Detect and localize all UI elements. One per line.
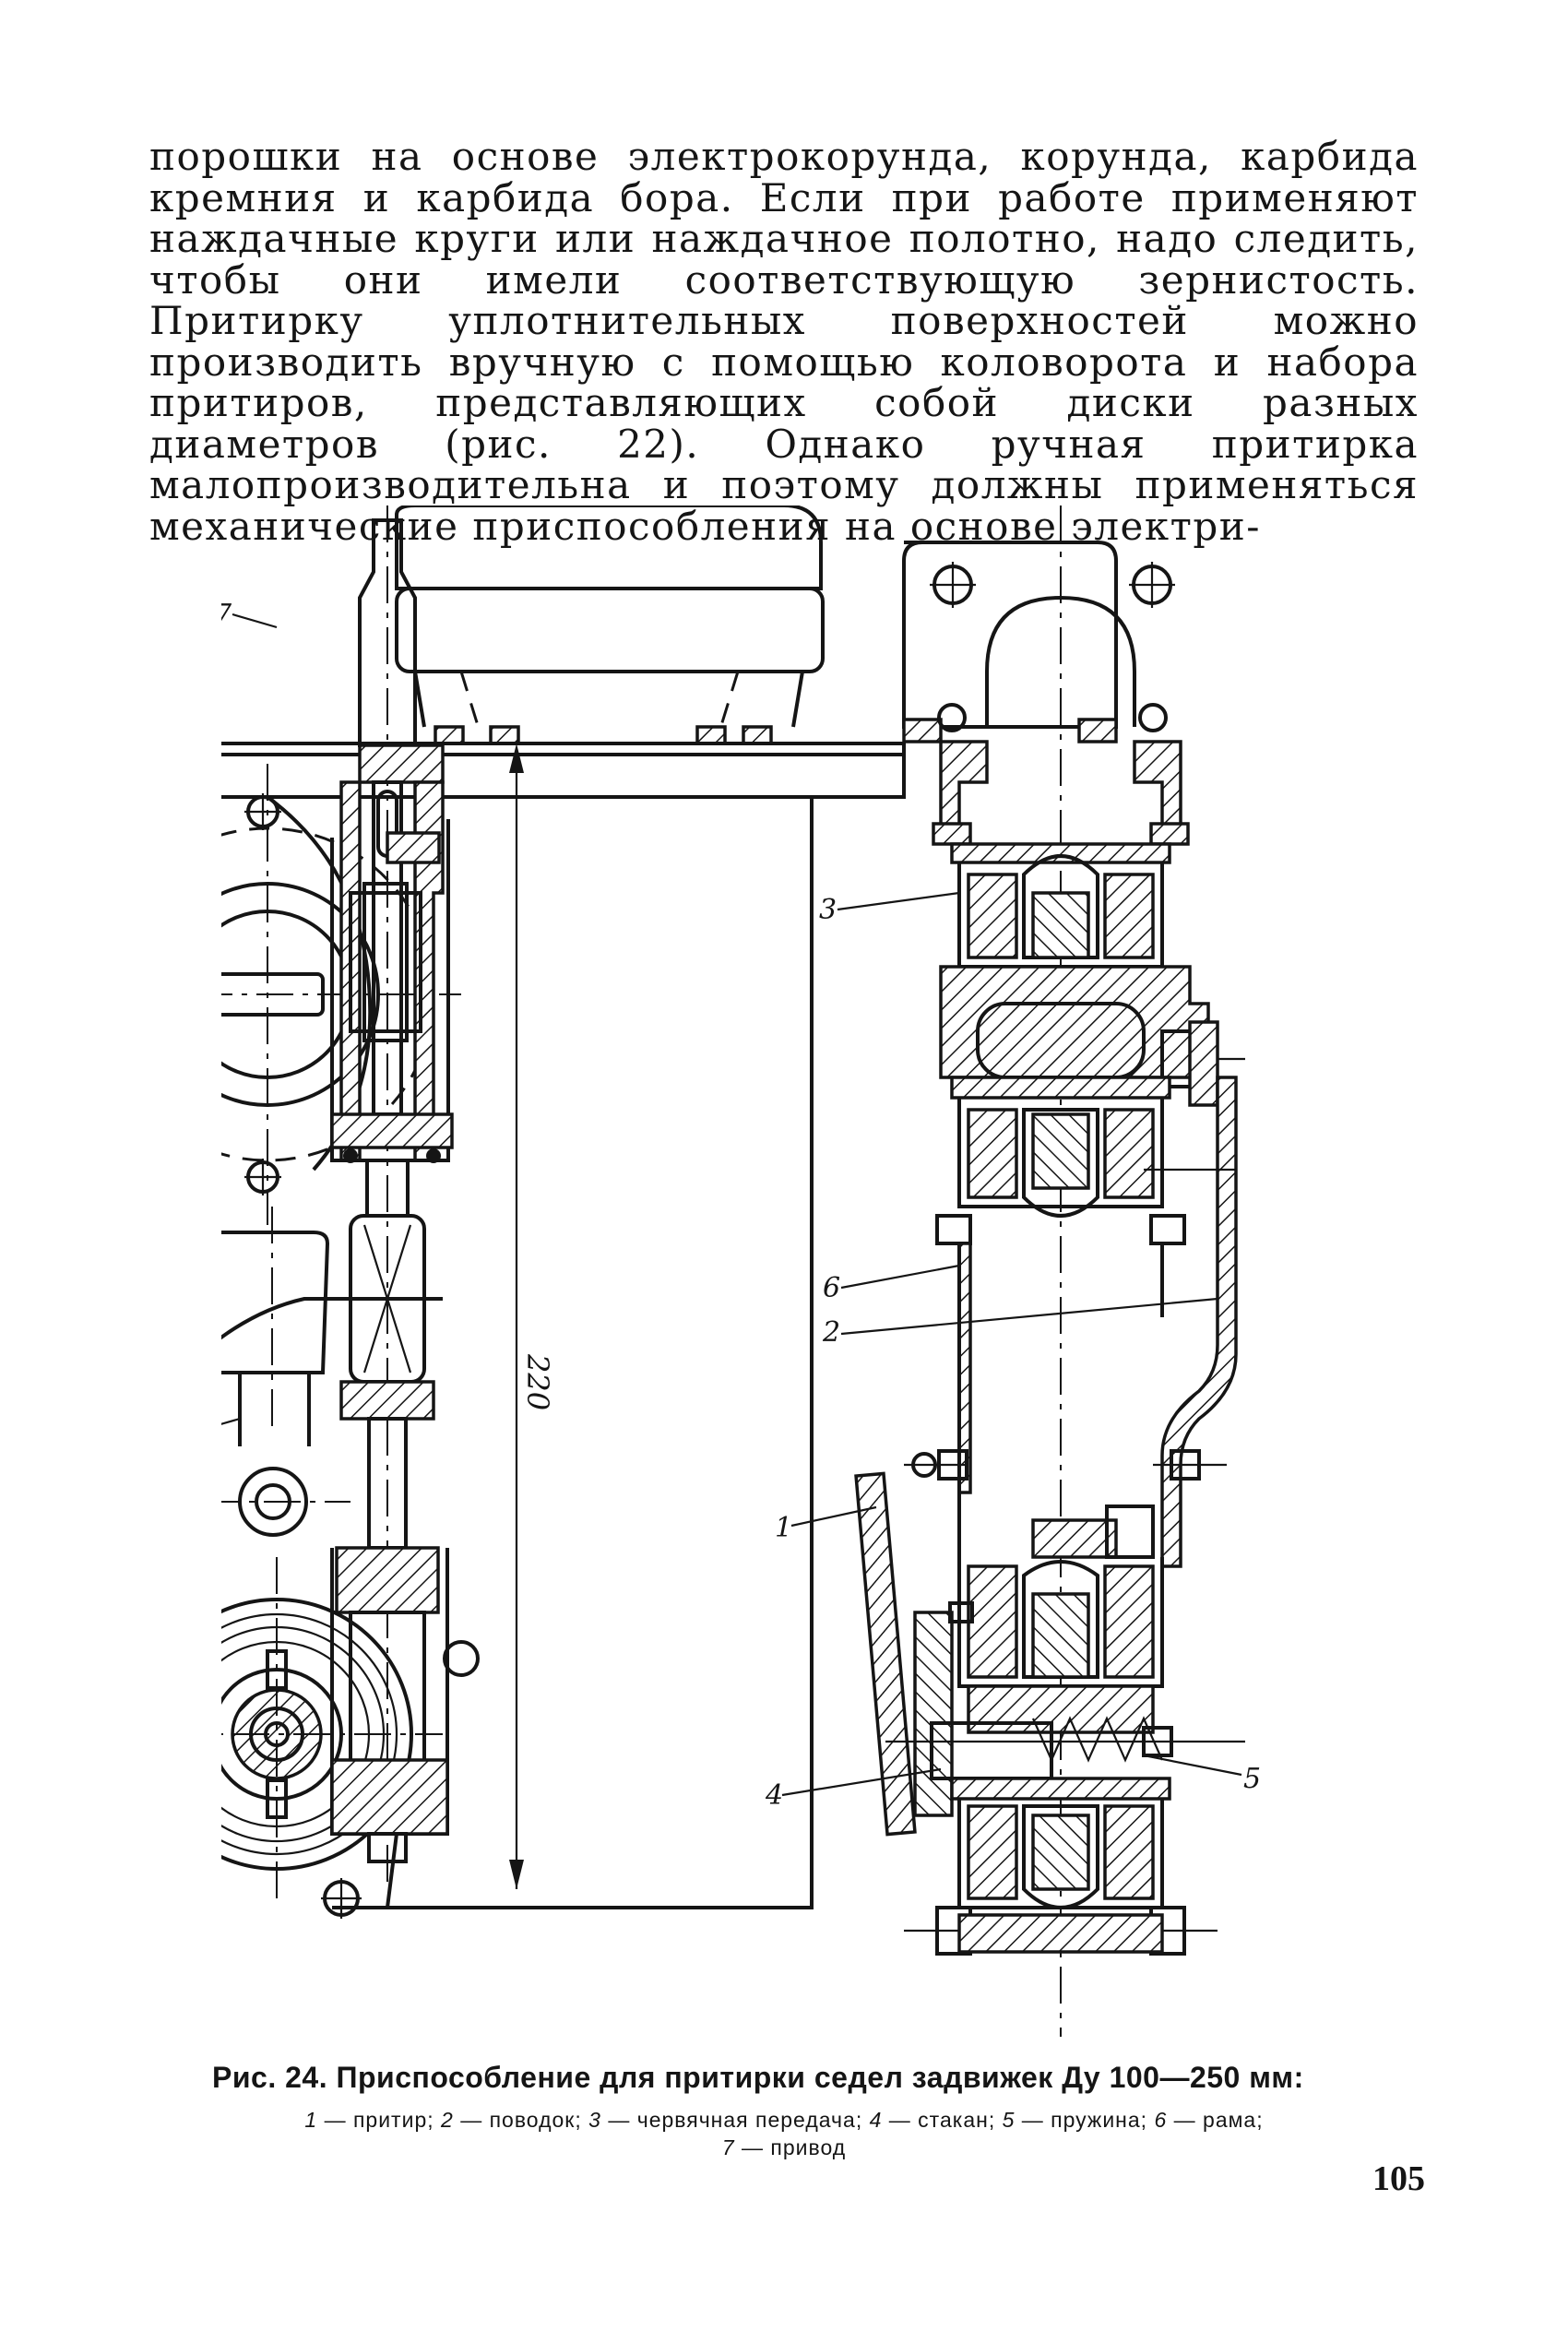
legend-text-2: — поводок; xyxy=(453,2108,589,2132)
page-number: 105 xyxy=(1372,2159,1425,2198)
legend-num-1: 1 xyxy=(304,2108,318,2132)
part-label-4: 4 xyxy=(765,1779,783,1812)
figure-caption-legend: 1 — притир; 2 — поводок; 3 — червячная п… xyxy=(138,2106,1430,2161)
part-label-1: 1 xyxy=(775,1512,792,1544)
part-label-6: 6 xyxy=(823,1272,840,1304)
legend-num-5: 5 xyxy=(1002,2108,1016,2132)
legend-text-3: — червячная передача; xyxy=(600,2108,870,2132)
legend-num-6: 6 xyxy=(1154,2108,1168,2132)
legend-num-7: 7 xyxy=(721,2135,735,2159)
legend-text-7: — привод xyxy=(734,2135,847,2159)
legend-text-6: — рама; xyxy=(1167,2108,1264,2132)
dimension-label: 220 xyxy=(520,1353,555,1410)
part-label-5: 5 xyxy=(1243,1763,1261,1795)
lapping-device-drawing: 220 7 xyxy=(74,504,1261,2037)
figure-caption-title: Рис. 24. Приспособление для притирки сед… xyxy=(212,2061,1304,2094)
part-label-7: 7 xyxy=(221,599,232,631)
left-view: 220 7 xyxy=(74,504,906,1919)
body-paragraph: порошки на основе электрокорунда, корунд… xyxy=(149,134,1419,549)
part-label-2: 2 xyxy=(822,1316,840,1349)
right-view: 3 6 2 1 4 5 xyxy=(765,505,1261,2037)
legend-text-4: — стакан; xyxy=(882,2108,1003,2132)
part-label-3: 3 xyxy=(819,894,837,926)
legend-text-1: — притир; xyxy=(317,2108,442,2132)
legend-num-2: 2 xyxy=(441,2108,454,2132)
legend-num-3: 3 xyxy=(588,2108,601,2132)
technical-drawing-figure: 220 7 xyxy=(74,504,1310,2055)
legend-num-4: 4 xyxy=(869,2108,883,2132)
legend-text-5: — пружина; xyxy=(1015,2108,1155,2132)
